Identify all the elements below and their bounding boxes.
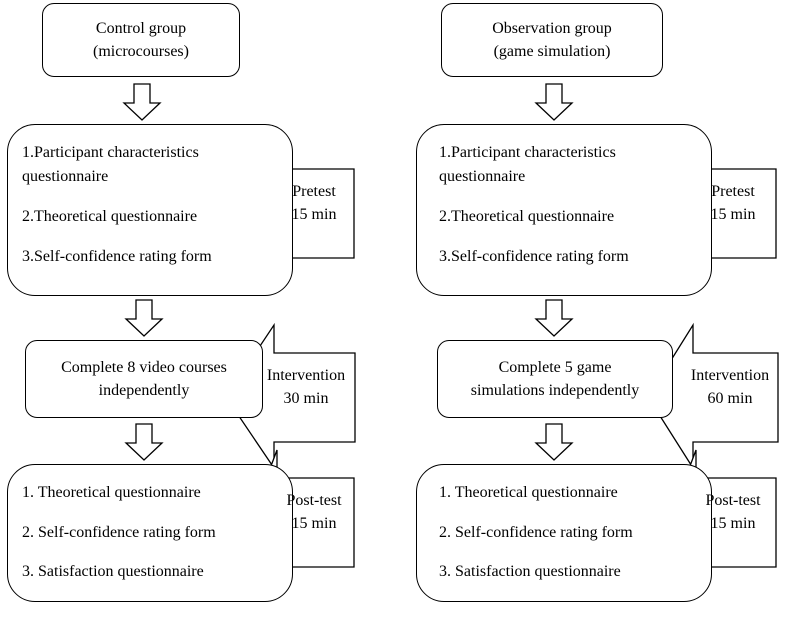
control-pretest-box: 1.Participant characteristics questionna… <box>7 124 293 296</box>
header-line: (game simulation) <box>493 43 611 60</box>
pretest-label-line: 15 min <box>710 206 756 224</box>
pretest-label-line: Pretest <box>711 183 755 200</box>
control-intervention-box: Complete 8 video courses independently <box>25 340 263 418</box>
observation-intervention-box: Complete 5 game simulations independentl… <box>437 340 673 418</box>
pretest-item: 2.Theoretical questionnaire <box>22 208 198 225</box>
header-line: Control group <box>95 19 187 37</box>
control-group-header: Control group (microcourses) <box>42 3 240 77</box>
posttest-label-line: 15 min <box>291 515 337 533</box>
intervention-line: Complete 8 video courses <box>61 358 227 376</box>
intervention-label: Intervention 30 min <box>258 364 354 410</box>
pretest-label: Pretest 15 min <box>274 180 354 226</box>
intervention-line: independently <box>98 382 190 399</box>
pretest-label-line: Pretest <box>292 183 336 200</box>
pretest-item: 1.Participant characteristics <box>22 144 199 161</box>
posttest-item: 2. Self-confidence rating form <box>22 524 216 541</box>
posttest-item: 3. Satisfaction questionnaire <box>22 563 204 580</box>
posttest-item: 1. Theoretical questionnaire <box>439 484 618 501</box>
pretest-item: 2.Theoretical questionnaire <box>439 208 615 225</box>
posttest-item: 3. Satisfaction questionnaire <box>439 563 621 580</box>
header-line: Observation group <box>492 19 612 37</box>
down-arrow-icon <box>534 83 574 121</box>
down-arrow-icon <box>122 83 162 121</box>
pretest-label: Pretest 15 min <box>693 180 773 226</box>
observation-posttest-box: 1. Theoretical questionnaire 2. Self-con… <box>416 464 712 602</box>
intervention-line: simulations independently <box>470 382 640 399</box>
intervention-label-line: 30 min <box>283 390 329 408</box>
intervention-label-line: 60 min <box>707 390 753 408</box>
intervention-label-line: Intervention <box>266 367 346 384</box>
control-posttest-box: 1. Theoretical questionnaire 2. Self-con… <box>7 464 293 602</box>
left-arrow-icon <box>647 322 779 471</box>
pretest-item: 1.Participant characteristics <box>439 144 616 161</box>
down-arrow-icon <box>124 423 164 461</box>
pretest-label-line: 15 min <box>291 206 337 224</box>
posttest-item: 1. Theoretical questionnaire <box>22 484 201 501</box>
down-arrow-icon <box>534 299 574 337</box>
posttest-label: Post-test 15 min <box>274 489 354 535</box>
observation-pretest-box: 1.Participant characteristics questionna… <box>416 124 712 296</box>
pretest-item: questionnaire <box>439 168 526 185</box>
intervention-line: Complete 5 game <box>498 358 612 376</box>
down-arrow-icon <box>534 423 574 461</box>
posttest-item: 2. Self-confidence rating form <box>439 524 633 541</box>
observation-group-header: Observation group (game simulation) <box>441 3 663 77</box>
pretest-item: 3.Self-confidence rating form <box>439 248 629 265</box>
intervention-label-line: Intervention <box>690 367 770 384</box>
posttest-label-line: Post-test <box>705 492 761 509</box>
pretest-item: questionnaire <box>22 168 109 185</box>
posttest-label-line: 15 min <box>710 515 756 533</box>
header-line: (microcourses) <box>93 43 189 60</box>
intervention-label: Intervention 60 min <box>680 364 780 410</box>
down-arrow-icon <box>124 299 164 337</box>
posttest-label: Post-test 15 min <box>693 489 773 535</box>
posttest-label-line: Post-test <box>286 492 342 509</box>
pretest-item: 3.Self-confidence rating form <box>22 248 212 265</box>
